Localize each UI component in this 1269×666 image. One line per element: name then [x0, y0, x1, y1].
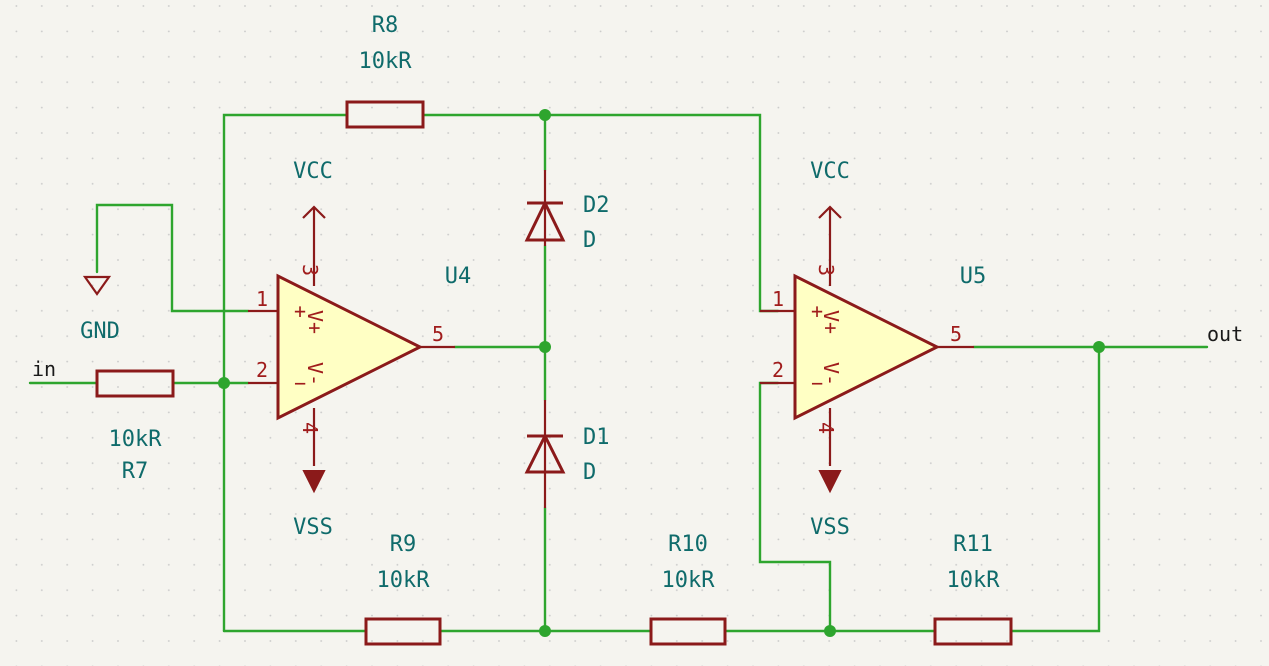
junction-dot [539, 109, 551, 121]
u4-vplus: V+ [303, 310, 327, 334]
u5-pin-5: 5 [950, 322, 962, 346]
d1-ref: D1 [583, 425, 610, 450]
power-gnd[interactable]: GND [80, 275, 120, 344]
opamp-u4[interactable]: 1 2 5 3 4 + − V+ V- U4 [248, 232, 471, 466]
u4-minus-sign: − [294, 371, 306, 395]
resistor-r9[interactable]: R9 10kR [364, 532, 442, 646]
vss-label-u4: VSS [293, 515, 333, 540]
u5-plus-sign: + [811, 299, 823, 323]
u5-pin-4: 4 [814, 422, 838, 434]
u4-vminus: V- [303, 362, 327, 386]
wire-left-bus[interactable] [222, 113, 349, 633]
net-label-out: out [1207, 322, 1243, 346]
u4-ref: U4 [445, 264, 472, 289]
junction-dot [1093, 341, 1105, 353]
u4-pin-2: 2 [256, 358, 268, 382]
u4-plus-sign: + [294, 299, 306, 323]
opamp-u5[interactable]: 1 2 5 3 4 + − V+ V- U5 [760, 232, 986, 466]
junction-dot [539, 625, 551, 637]
u4-pin-1: 1 [256, 287, 268, 311]
r10-ref: R10 [668, 532, 708, 557]
resistor-r7[interactable]: 10kR R7 [95, 369, 175, 484]
resistor-r10[interactable]: R10 10kR [649, 532, 727, 646]
junction-dot [218, 377, 230, 389]
r7-ref: R7 [122, 459, 149, 484]
gnd-label: GND [80, 319, 120, 344]
power-vcc-u4[interactable]: VCC [293, 159, 333, 232]
d2-value: D [583, 228, 596, 253]
d1-value: D [583, 460, 596, 485]
u5-pin-2: 2 [772, 358, 784, 382]
junctions [218, 109, 1105, 637]
u5-vplus: V+ [819, 310, 843, 334]
u5-ref: U5 [960, 264, 987, 289]
resistor-r11[interactable]: R11 10kR [933, 532, 1013, 646]
resistor-r8[interactable]: R8 10kR [345, 13, 425, 129]
r8-ref: R8 [372, 13, 399, 38]
wires [28, 113, 1209, 633]
vcc-label-u5: VCC [810, 159, 850, 184]
u5-pin-3: 3 [814, 264, 838, 276]
r10-value: 10kR [662, 568, 716, 593]
r9-ref: R9 [390, 532, 417, 557]
r8-value: 10kR [359, 49, 413, 74]
u5-minus-sign: − [811, 371, 823, 395]
wire-r11-out[interactable] [1009, 345, 1101, 633]
power-vcc-u5[interactable]: VCC [810, 159, 850, 232]
u5-pin-1: 1 [772, 287, 784, 311]
r7-value: 10kR [109, 427, 163, 452]
r11-value: 10kR [947, 568, 1001, 593]
junction-dot [824, 625, 836, 637]
net-label-in: in [32, 357, 56, 381]
vss-label-u5: VSS [810, 515, 850, 540]
d2-ref: D2 [583, 193, 610, 218]
diode-d2[interactable]: D2 D [524, 170, 610, 253]
r11-ref: R11 [953, 532, 993, 557]
r9-value: 10kR [377, 568, 431, 593]
wire-gnd-u4-plus[interactable] [95, 203, 250, 313]
diode-d1[interactable]: D1 D [524, 400, 610, 508]
u4-pin-3: 3 [298, 264, 322, 276]
power-vss-u4[interactable]: VSS [293, 470, 333, 540]
u4-pin-4: 4 [298, 422, 322, 434]
vcc-label-u4: VCC [293, 159, 333, 184]
u5-vminus: V- [819, 362, 843, 386]
junction-dot [539, 341, 551, 353]
u4-pin-5: 5 [432, 322, 444, 346]
power-vss-u5[interactable]: VSS [810, 470, 850, 540]
